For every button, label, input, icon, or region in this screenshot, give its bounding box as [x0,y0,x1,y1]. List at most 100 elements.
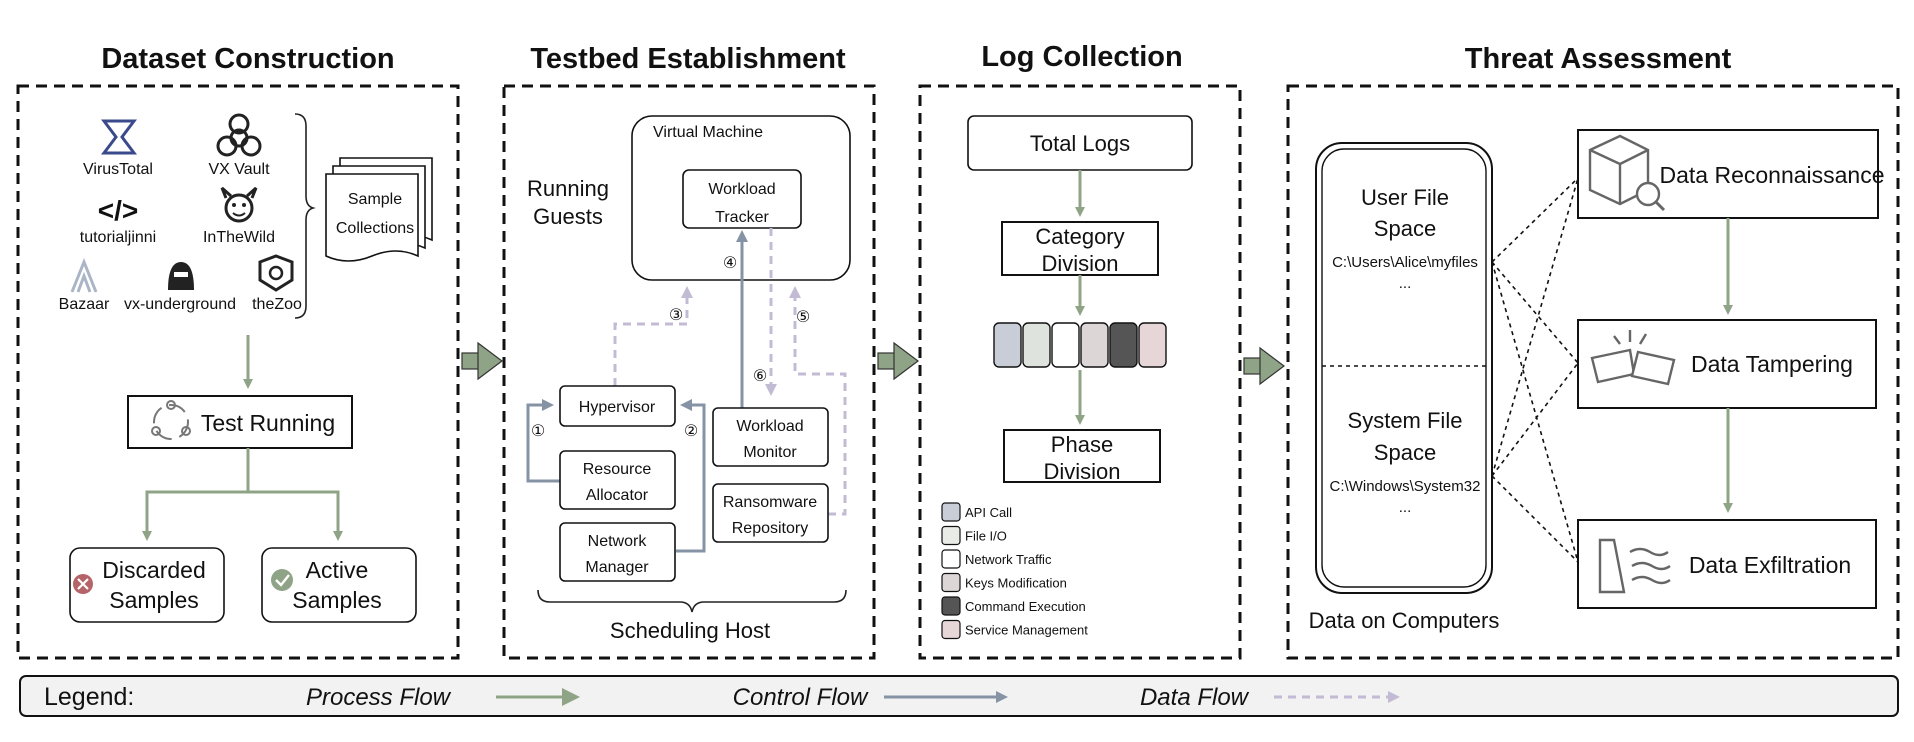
code-icon: </> [98,195,138,226]
frame-testbed [502,84,876,660]
sample-collections-docs [325,157,433,262]
flow-1-control [526,399,560,483]
frame-threat [1286,84,1900,660]
dam-waves-icon [1598,538,1671,594]
hypervisor-box [559,385,676,427]
system-file-path: C:\Windows\System32 [1330,478,1481,495]
ransomware-repository-box [712,483,829,543]
cycle-people-icon [151,400,191,440]
step-2: ② [684,423,698,440]
network-manager-box [559,522,676,582]
active-label-2: Samples [292,587,381,613]
test-running-box [127,395,353,449]
bazaar-icon [70,257,98,293]
data-exfiltration-box [1577,519,1877,609]
data-tampering-label: Data Tampering [1691,351,1853,377]
hooded-figure-icon [168,262,194,290]
data-on-computers-label: Data on Computers [1309,608,1500,633]
phase-division-box [1003,429,1161,483]
source-vx-vault: VX Vault [208,161,270,178]
step-4: ④ [723,255,737,272]
virtual-machine-label: Virtual Machine [653,124,763,141]
flow-2-control [676,399,706,553]
log-legend-label: Network Traffic [965,552,1052,567]
data-on-computers-outer [1315,142,1493,594]
section-arrow-3 [1243,346,1285,386]
network-manager-label-1: Network [588,533,648,550]
check-circle-icon [271,569,293,591]
step-5: ⑤ [796,309,810,326]
source-bazaar: Bazaar [59,296,110,313]
frame-dataset [16,84,460,660]
section-arrow-2 [877,341,919,381]
system-file-space-label-1: System File [1348,408,1463,433]
log-legend-swatch [941,619,961,640]
resource-allocator-box [559,450,676,510]
network-manager-label-2: Manager [585,559,649,576]
sources-brace [294,113,316,319]
data-exfiltration-label: Data Exfiltration [1689,552,1851,578]
log-legend-swatch [941,502,961,522]
discarded-samples-box [69,547,225,623]
lion-badge-icon [258,254,294,292]
user-file-space-label-2: Space [1374,216,1436,241]
log-legend-label: Service Management [965,623,1088,638]
ransomware-repository-label-2: Repository [732,520,808,537]
legend-data-label: Data Flow [1140,684,1250,711]
log-legend-swatch [941,572,961,593]
workload-monitor-label-1: Workload [736,418,803,435]
log-legend-label: Keys Modification [965,576,1067,591]
log-category-block [1022,322,1051,368]
log-category-block [1109,322,1138,368]
running-guests-label-2: Guests [533,204,603,229]
system-file-space-label-2: Space [1374,440,1436,465]
legend-process-label: Process Flow [306,684,452,711]
log-legend-label: API Call [965,505,1012,520]
source-tutorialjinni: tutorialjinni [80,229,156,246]
frame-logs [918,84,1242,660]
test-running-label: Test Running [201,410,335,436]
arrow-to-active [248,490,343,541]
running-guests-label-1: Running [527,176,609,201]
user-file-path: C:\Users\Alice\myfiles [1332,254,1478,271]
resource-allocator-label-1: Resource [583,461,652,478]
log-legend-swatch [941,549,961,569]
title-threat-assessment: Threat Assessment [1465,43,1732,75]
step-1: ① [531,423,545,440]
log-category-block [1051,322,1080,368]
devil-face-icon [220,186,258,223]
flow-3-data [613,286,693,386]
ransomware-repository-label-1: Ransomware [723,494,817,511]
workload-tracker-label-2: Tracker [715,209,769,226]
scheduling-host-brace [537,589,847,613]
system-file-ellipsis: ... [1399,499,1412,516]
biohazard-icon [216,113,262,157]
hypervisor-label: Hypervisor [579,399,656,416]
log-legend-label: File I/O [965,529,1007,544]
source-inthewild: InTheWild [203,229,275,246]
flow-5-data [789,286,847,516]
discarded-label-1: Discarded [102,557,206,583]
user-file-space-label-1: User File [1361,185,1449,210]
log-category-blocks [993,322,1167,368]
source-vx-underground: vx-underground [124,296,236,313]
workload-tracker-box [682,169,802,229]
title-dataset-construction: Dataset Construction [101,43,394,75]
broken-card-icon [1590,330,1676,386]
phase-division-label-1: Phase [1051,432,1113,457]
title-testbed-establishment: Testbed Establishment [530,43,846,75]
active-samples-box [261,547,417,623]
category-division-label-2: Division [1041,251,1118,276]
arrow-to-discarded [142,448,250,541]
legend-title: Legend: [44,683,134,711]
log-legend-label: Command Execution [965,599,1086,614]
workload-tracker-label-1: Workload [708,181,775,198]
step-6: ⑥ [753,368,767,385]
phase-division-label-2: Division [1043,459,1120,484]
title-log-collection: Log Collection [981,41,1182,73]
box-magnifier-icon [1588,134,1666,212]
scheduling-host-label: Scheduling Host [610,618,770,643]
threat-connectors [1491,177,1579,563]
